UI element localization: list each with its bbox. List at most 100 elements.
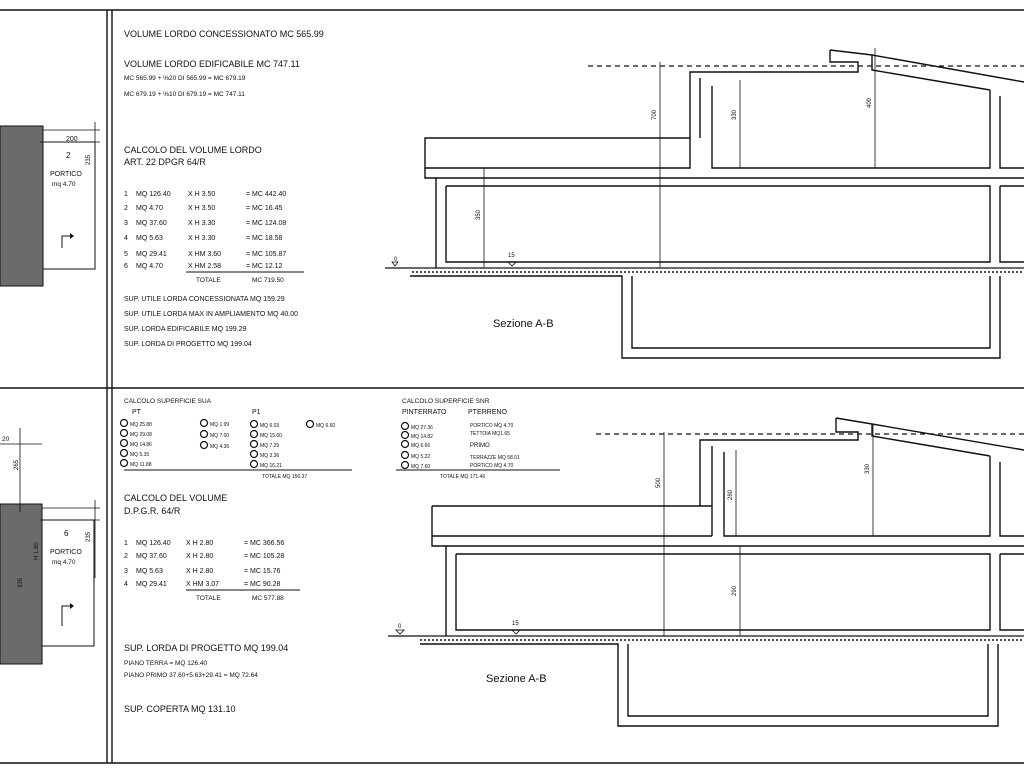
section-bottom-dim-330: 330	[865, 463, 871, 474]
calc-row: 3 MQ 37.60 X H 3.30 = MC 124.08	[124, 220, 286, 227]
svg-text:X HM 3.07: X HM 3.07	[186, 581, 219, 588]
section-top-dim-330: 330	[732, 109, 738, 120]
svg-text:MQ 15.60: MQ 15.60	[260, 433, 282, 439]
svg-text:= MC 16.45: = MC 16.45	[246, 205, 282, 212]
svg-text:= MC 105.87: = MC 105.87	[246, 251, 286, 258]
plan-bottom-dim-335: 335	[18, 577, 24, 588]
svg-text:MQ 4.36: MQ 4.36	[210, 444, 229, 450]
snr-pinterrato: PINTERRATO	[402, 409, 447, 416]
snr-right-column: PORTICO MQ 4.70 TETTOIA MQ1.65 PRIMO TER…	[470, 423, 520, 469]
svg-text:MQ 16.21: MQ 16.21	[260, 463, 282, 469]
svg-text:X H 3.50: X H 3.50	[188, 205, 215, 212]
svg-text:MQ 7.29: MQ 7.29	[260, 443, 279, 449]
svg-text:MQ 5.63: MQ 5.63	[136, 568, 163, 575]
svg-text:MQ 29.08: MQ 29.08	[130, 432, 152, 438]
svg-text:MQ 7.00: MQ 7.00	[210, 433, 229, 439]
plan-bottom-dim-235: 235	[86, 531, 92, 542]
svg-text:PORTICO MQ 4.70: PORTICO MQ 4.70	[470, 463, 513, 469]
plan-top-dim-235: 235	[86, 154, 92, 165]
svg-text:X H 2.80: X H 2.80	[186, 553, 213, 560]
sua-p1-label: P1	[252, 409, 261, 416]
svg-text:= MC 90.28: = MC 90.28	[244, 581, 280, 588]
sup-progetto: SUP. LORDA DI PROGETTO MQ 199.04	[124, 643, 288, 653]
svg-text:PRIMO: PRIMO	[470, 443, 490, 449]
svg-text:MQ 6.66: MQ 6.66	[411, 443, 430, 449]
svg-text:MQ 14.86: MQ 14.86	[130, 442, 152, 448]
svg-text:= MC 12.12: = MC 12.12	[246, 263, 282, 270]
svg-text:= MC 124.08: = MC 124.08	[246, 220, 286, 227]
svg-text:MQ 29.41: MQ 29.41	[136, 581, 167, 588]
calc-row: 6 MQ 4.70 X HM 2.58 = MC 12.12	[124, 263, 282, 270]
section-bottom-label: Sezione A-B	[486, 673, 547, 685]
sua-p1-column: MQ 6.03 MQ 15.60 MQ 7.29 MQ 3.36 MQ 16.2…	[249, 419, 335, 469]
svg-text:X H 3.30: X H 3.30	[188, 220, 215, 227]
svg-text:MQ 37.60: MQ 37.60	[136, 220, 167, 227]
svg-text:MQ 6.03: MQ 6.03	[260, 423, 279, 429]
plan-bottom-portico-area: mq 4.70	[52, 559, 76, 566]
section-bottom-dim-500: 500	[656, 477, 662, 488]
calc-rows-bottom: 1 MQ 126.40 X H 2.80 = MC 366.56 2 MQ 37…	[124, 540, 284, 588]
section-bottom-dim-290: 290	[732, 585, 738, 596]
svg-text:2: 2	[124, 205, 128, 212]
svg-text:X H 3.30: X H 3.30	[188, 235, 215, 242]
sua-totale: TOTALE MQ 156.37	[262, 474, 307, 480]
svg-text:TETTOIA MQ1.65: TETTOIA MQ1.65	[470, 431, 510, 437]
svg-text:MQ 4.70: MQ 4.70	[136, 263, 163, 270]
calc-row: 2 MQ 37.60 X H 2.80 = MC 105.28	[124, 553, 284, 560]
plan-top-portico-label: PORTICO	[50, 171, 82, 178]
svg-text:2: 2	[124, 553, 128, 560]
svg-text:4: 4	[124, 581, 128, 588]
plan-bottom-h180: H 1.80	[34, 542, 40, 560]
bottom-volume-text: CALCOLO DEL VOLUME D.P.G.R. 64/R 1 MQ 12…	[124, 493, 300, 714]
svg-text:MQ 5.63: MQ 5.63	[136, 235, 163, 242]
sua-pt-label: PT	[132, 409, 142, 416]
totale-value-top: MC 719.50	[252, 277, 284, 284]
plan-bottom: 20 265 6 235 H 1.80 335 PORTICO mq 4.70	[0, 428, 100, 665]
svg-text:MQ 6.60: MQ 6.60	[316, 423, 335, 429]
sup-coperta: SUP. COPERTA MQ 131.10	[124, 704, 236, 714]
formula-2: MC 679.19 + %10 DI 679.19 = MC 747.11	[124, 91, 245, 98]
svg-text:3: 3	[124, 220, 128, 227]
svg-text:MQ 37.60: MQ 37.60	[136, 553, 167, 560]
svg-text:PORTICO MQ 4.70: PORTICO MQ 4.70	[470, 423, 513, 429]
svg-text:X H 2.80: X H 2.80	[186, 540, 213, 547]
svg-text:1: 1	[124, 540, 128, 547]
calc-row: 3 MQ 5.63 X H 2.80 = MC 15.76	[124, 568, 280, 575]
calc-rows-top: 1 MQ 126.40 X H 3.50 = MC 442.40 2 MQ 4.…	[124, 191, 286, 270]
totale-value-bottom: MC 577.88	[252, 595, 284, 602]
piano-terra: PIANO TERRA = MQ 126.40	[124, 660, 208, 667]
svg-text:MQ 27.36: MQ 27.36	[411, 425, 433, 431]
totale-label-bottom: TOTALE	[196, 595, 221, 602]
plan-bottom-portico-label: PORTICO	[50, 549, 82, 556]
plan-top-portico-area: mq 4.70	[52, 181, 76, 188]
formula-1: MC 565.99 + %20 DI 565.99 = MC 679.19	[124, 75, 246, 82]
section-top: 700 330 400 350 0 15 Sezione A-B	[385, 48, 1024, 359]
calc-row: 2 MQ 4.70 X H 3.50 = MC 16.45	[124, 205, 282, 212]
svg-text:= MC 15.76: = MC 15.76	[244, 568, 280, 575]
svg-text:MQ 126.40: MQ 126.40	[136, 540, 171, 547]
svg-text:5: 5	[124, 251, 128, 258]
snr-totale: TOTALE MQ 171.46	[440, 474, 485, 480]
sheet-frame	[0, 9, 1024, 764]
section-bottom-elev-0: 0	[398, 624, 402, 630]
plan-top-dim-200: 200	[66, 136, 78, 143]
calc-row: 4 MQ 5.63 X H 3.30 = MC 18.58	[124, 235, 282, 242]
sup-line: SUP. UTILE LORDA MAX IN AMPLIAMENTO MQ 4…	[124, 311, 298, 318]
sup-line: SUP. LORDA EDIFICABILE MQ 199.29	[124, 326, 247, 333]
section-top-elev-0: 0	[394, 257, 398, 263]
sua-mid-column: MQ 1.99 MQ 7.00 MQ 4.36	[199, 418, 229, 450]
vol-concessionato: VOLUME LORDO CONCESSIONATO MC 565.99	[124, 29, 324, 39]
plan-bottom-room-number: 6	[64, 529, 69, 538]
svg-text:= MC 366.56: = MC 366.56	[244, 540, 284, 547]
section-bottom-elev-15: 15	[512, 621, 519, 627]
svg-text:MQ 3.36: MQ 3.36	[260, 453, 279, 459]
sua-pt-column: MQ 25.88 MQ 29.08 MQ 14.86 MQ 5.35 MQ 11…	[119, 418, 152, 468]
plan-bottom-dim-265: 265	[14, 459, 20, 470]
plan-top: 200 2 235 PORTICO mq 4.70	[0, 122, 100, 287]
svg-text:X H 2.80: X H 2.80	[186, 568, 213, 575]
top-volume-text: VOLUME LORDO CONCESSIONATO MC 565.99 VOL…	[124, 29, 324, 348]
section-bottom-dim-280: 280	[728, 489, 734, 500]
svg-text:MQ 5.35: MQ 5.35	[130, 452, 149, 458]
svg-text:6: 6	[124, 263, 128, 270]
